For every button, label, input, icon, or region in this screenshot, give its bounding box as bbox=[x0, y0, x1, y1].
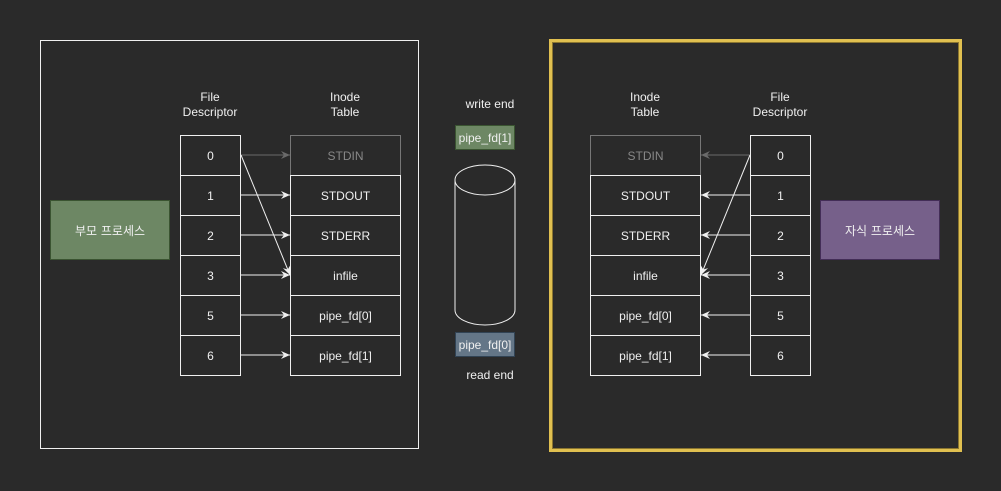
child-inode-header: Inode Table bbox=[605, 90, 685, 120]
child-fd-header-line2: Descriptor bbox=[752, 105, 808, 119]
child-inode-cell[interactable]: STDOUT bbox=[590, 175, 701, 216]
child-fd-cell[interactable]: 5 bbox=[750, 295, 811, 336]
parent-fd-header: File Descriptor bbox=[170, 90, 250, 120]
child-fd-cell[interactable]: 1 bbox=[750, 175, 811, 216]
parent-fd-cell-text: 2 bbox=[207, 228, 214, 243]
parent-inode-cell-text: pipe_fd[0] bbox=[319, 308, 372, 323]
child-inode-cell-text: pipe_fd[0] bbox=[619, 308, 672, 323]
pipe-cylinder-icon bbox=[454, 164, 516, 326]
child-fd-cell[interactable]: 6 bbox=[750, 335, 811, 376]
child-inode-header-line2: Table bbox=[630, 105, 660, 119]
child-inode-cell-text: STDOUT bbox=[620, 188, 671, 203]
parent-fd-cell[interactable]: 3 bbox=[180, 255, 241, 296]
parent-fd-cell[interactable]: 0 bbox=[180, 135, 241, 176]
child-fd-cell[interactable]: 2 bbox=[750, 215, 811, 256]
parent-inode-cell[interactable]: infile bbox=[290, 255, 401, 296]
parent-fd-cell-text: 1 bbox=[207, 188, 214, 203]
child-inode-cell-text: STDERR bbox=[620, 228, 671, 243]
parent-inode-cell-text: STDOUT bbox=[320, 188, 371, 203]
read-end-tag: pipe_fd[0] bbox=[455, 332, 515, 357]
parent-inode-header-line2: Table bbox=[330, 105, 360, 119]
child-fd-cell-text: 1 bbox=[777, 188, 784, 203]
parent-process-container bbox=[40, 40, 419, 449]
child-inode-header-line1: Inode bbox=[629, 90, 661, 104]
child-inode-cell[interactable]: STDIN bbox=[590, 135, 701, 176]
child-inode-cell-text: STDIN bbox=[627, 148, 664, 163]
parent-fd-cell[interactable]: 1 bbox=[180, 175, 241, 216]
parent-inode-cell-text: STDIN bbox=[327, 148, 364, 163]
parent-fd-cell-text: 3 bbox=[207, 268, 214, 283]
parent-fd-cell-text: 5 bbox=[207, 308, 214, 323]
child-fd-cell-text: 2 bbox=[777, 228, 784, 243]
child-fd-cell[interactable]: 0 bbox=[750, 135, 811, 176]
child-fd-header: File Descriptor bbox=[740, 90, 820, 120]
write-end-tag: pipe_fd[1] bbox=[455, 125, 515, 150]
child-fd-header-line1: File bbox=[770, 90, 790, 104]
child-inode-cell[interactable]: pipe_fd[0] bbox=[590, 295, 701, 336]
parent-fd-cell[interactable]: 5 bbox=[180, 295, 241, 336]
parent-process-node[interactable]: 부모 프로세스 bbox=[50, 200, 170, 260]
parent-fd-header-line1: File bbox=[200, 90, 220, 104]
child-inode-cell-text: infile bbox=[633, 268, 658, 283]
parent-inode-header-line1: Inode bbox=[329, 90, 361, 104]
parent-inode-header: Inode Table bbox=[305, 90, 385, 120]
parent-fd-header-line2: Descriptor bbox=[182, 105, 238, 119]
parent-fd-cell-text: 0 bbox=[207, 148, 214, 163]
child-fd-cell-text: 5 bbox=[777, 308, 784, 323]
parent-inode-cell-text: infile bbox=[333, 268, 358, 283]
write-end-label: write end bbox=[465, 97, 515, 111]
child-inode-cell[interactable]: pipe_fd[1] bbox=[590, 335, 701, 376]
parent-process-label: 부모 프로세스 bbox=[74, 223, 146, 238]
child-inode-cell[interactable]: STDERR bbox=[590, 215, 701, 256]
child-inode-cell[interactable]: infile bbox=[590, 255, 701, 296]
child-process-container bbox=[549, 39, 962, 452]
child-fd-cell-text: 3 bbox=[777, 268, 784, 283]
read-end-label: read end bbox=[466, 368, 514, 382]
parent-inode-cell[interactable]: STDOUT bbox=[290, 175, 401, 216]
child-fd-cell-text: 6 bbox=[777, 348, 784, 363]
parent-inode-cell[interactable]: STDERR bbox=[290, 215, 401, 256]
parent-fd-cell-text: 6 bbox=[207, 348, 214, 363]
parent-fd-cell[interactable]: 2 bbox=[180, 215, 241, 256]
parent-inode-cell[interactable]: pipe_fd[1] bbox=[290, 335, 401, 376]
parent-fd-cell[interactable]: 6 bbox=[180, 335, 241, 376]
child-process-node[interactable]: 자식 프로세스 bbox=[820, 200, 940, 260]
child-fd-cell-text: 0 bbox=[777, 148, 784, 163]
parent-inode-cell[interactable]: pipe_fd[0] bbox=[290, 295, 401, 336]
child-process-label: 자식 프로세스 bbox=[844, 223, 916, 238]
child-fd-cell[interactable]: 3 bbox=[750, 255, 811, 296]
parent-inode-cell-text: pipe_fd[1] bbox=[319, 348, 372, 363]
parent-inode-cell[interactable]: STDIN bbox=[290, 135, 401, 176]
parent-inode-cell-text: STDERR bbox=[320, 228, 371, 243]
write-end-tag-text: pipe_fd[1] bbox=[458, 130, 512, 145]
read-end-tag-text: pipe_fd[0] bbox=[458, 337, 512, 352]
child-inode-cell-text: pipe_fd[1] bbox=[619, 348, 672, 363]
